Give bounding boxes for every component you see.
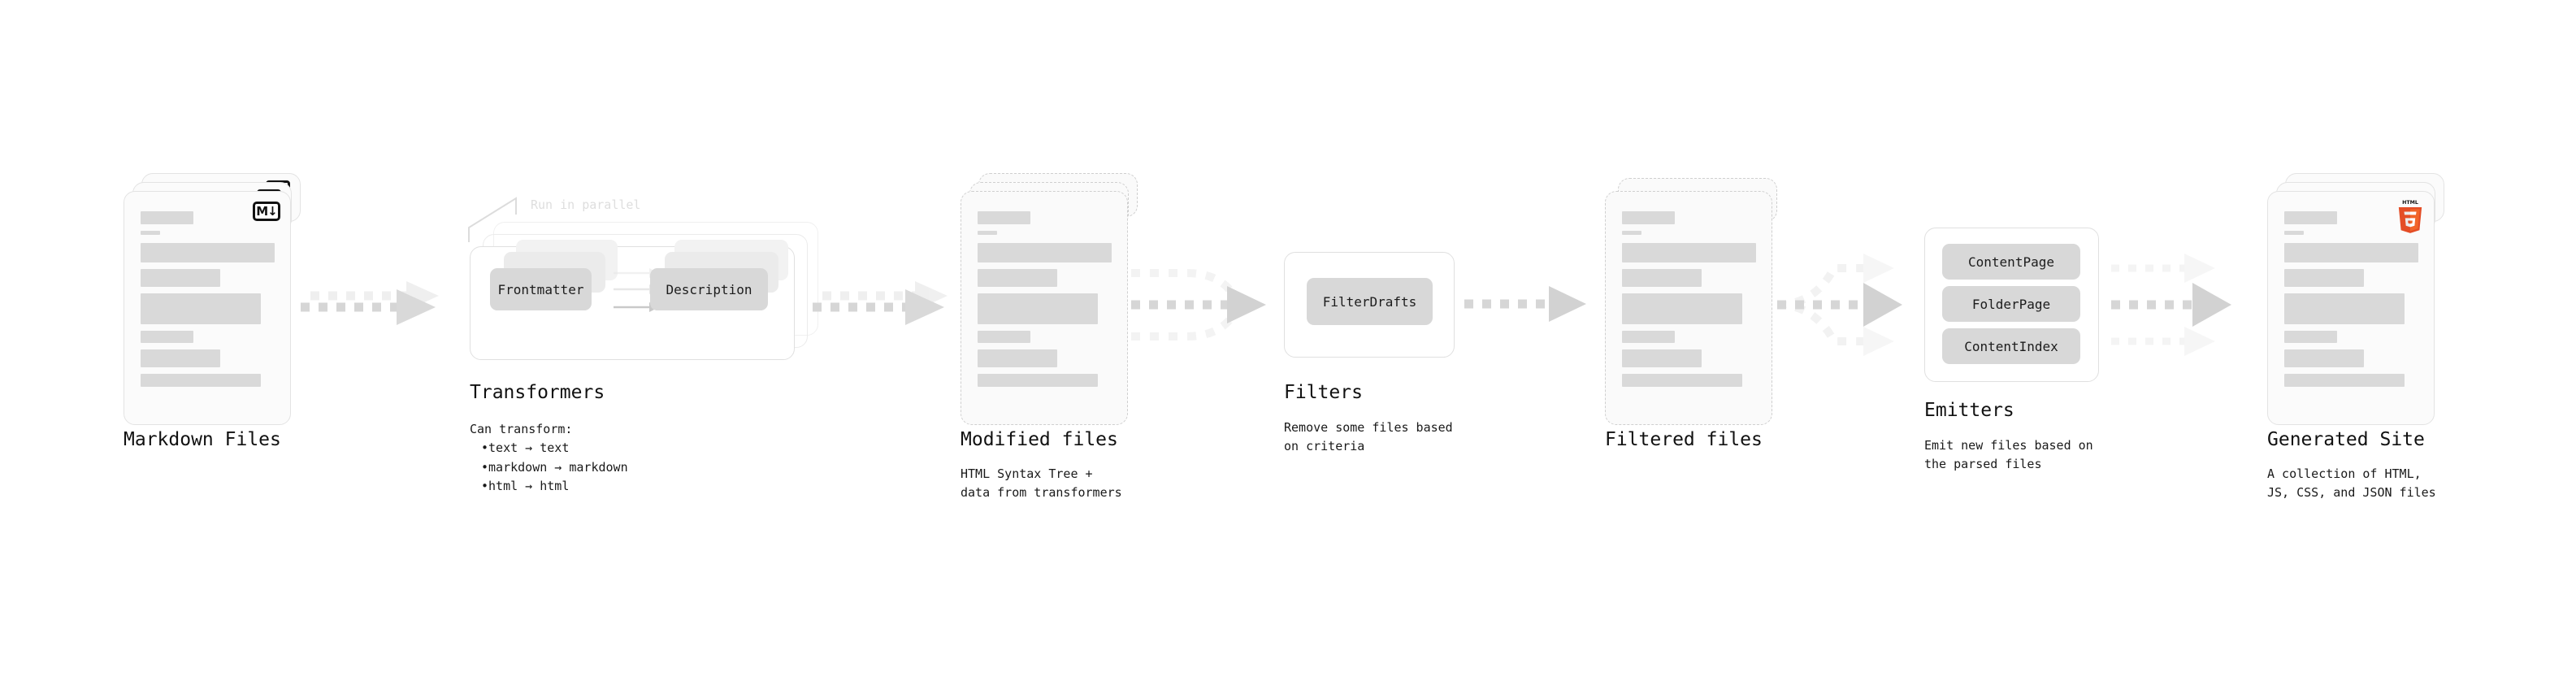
stage-title-filters: Filters xyxy=(1284,382,1363,403)
doc-bar xyxy=(1622,293,1742,324)
doc-bar xyxy=(2284,293,2405,324)
doc-bar xyxy=(2284,211,2337,224)
emitter-pill-folderpage[interactable]: FolderPage xyxy=(1942,286,2080,322)
doc-bar xyxy=(978,243,1112,262)
doc-bar xyxy=(2284,231,2304,235)
emitter-pill-contentindex[interactable]: ContentIndex xyxy=(1942,328,2080,364)
filter-pill-filterdrafts[interactable]: FilterDrafts xyxy=(1307,278,1433,325)
document-placeholder-lines xyxy=(141,211,275,393)
doc-bar xyxy=(141,293,261,324)
doc-bar xyxy=(141,349,220,367)
modified-files-description: HTML Syntax Tree + data from transformer… xyxy=(961,466,1122,500)
arrow-modified-files-to-filters xyxy=(1131,269,1266,340)
doc-bar xyxy=(1622,331,1675,343)
doc-bar xyxy=(978,374,1098,387)
arrow-filters-to-filtered-files xyxy=(1464,286,1586,322)
filtered-files-card-stack xyxy=(1605,178,1782,435)
emitters-description: Emit new files based on the parsed files xyxy=(1924,438,2093,471)
doc-bar xyxy=(978,269,1057,287)
doc-bar xyxy=(2284,243,2418,262)
modified-file-card-front xyxy=(961,191,1128,425)
doc-bar xyxy=(978,231,997,235)
doc-bar xyxy=(978,331,1030,343)
document-placeholder-lines xyxy=(1622,211,1757,393)
arrow-emitters-to-generated-site xyxy=(2111,254,2231,356)
stage-title-markdown-files: Markdown Files xyxy=(124,429,281,450)
filtered-file-card-front xyxy=(1605,191,1772,425)
doc-bar xyxy=(978,349,1057,367)
html5-badge-icon: HTML xyxy=(2398,200,2422,233)
doc-bar xyxy=(141,211,193,224)
doc-bar xyxy=(2284,269,2364,287)
transformers-bullet-item: markdown → markdown xyxy=(481,458,628,477)
arrow-filtered-files-to-emitters xyxy=(1776,254,1902,356)
transformers-bullet-item: text → text xyxy=(481,439,628,458)
arrow-markdown-to-transformers xyxy=(301,281,439,325)
stage-title-emitters: Emitters xyxy=(1924,400,2014,421)
transformer-pill-description[interactable]: Description xyxy=(650,268,768,310)
doc-bar xyxy=(2284,331,2337,343)
doc-bar xyxy=(1622,231,1641,235)
doc-bar xyxy=(1622,374,1742,387)
doc-bar xyxy=(141,269,220,287)
stage-title-filtered-files: Filtered files xyxy=(1605,429,1763,450)
generated-file-card-html: HTML xyxy=(2267,191,2435,425)
transformers-bullet-item: html → html xyxy=(481,477,628,496)
modified-files-card-stack xyxy=(961,173,1138,435)
doc-bar xyxy=(1622,243,1756,262)
transformer-pill-frontmatter[interactable]: Frontmatter xyxy=(490,268,592,310)
run-in-parallel-leader-line xyxy=(468,197,517,242)
transformers-description: Can transform: text → text markdown → ma… xyxy=(470,420,628,496)
run-in-parallel-label: Run in parallel xyxy=(531,197,641,212)
stage-title-modified-files: Modified files xyxy=(961,429,1118,450)
doc-bar xyxy=(141,243,275,262)
doc-bar xyxy=(978,293,1098,324)
markdown-file-card-front: M↓ xyxy=(124,191,291,425)
doc-bar xyxy=(978,211,1030,224)
doc-bar xyxy=(1622,349,1702,367)
doc-bar xyxy=(1622,269,1702,287)
markdown-badge-icon: M↓ xyxy=(253,202,280,221)
filters-description: Remove some files based on criteria xyxy=(1284,420,1453,453)
generated-site-card-stack: HTML xyxy=(2267,173,2444,435)
document-placeholder-lines xyxy=(2284,211,2419,393)
doc-bar xyxy=(141,374,261,387)
doc-bar xyxy=(1622,211,1675,224)
arrow-transformers-to-modified-files xyxy=(813,281,948,325)
stage-title-generated-site: Generated Site xyxy=(2267,429,2425,450)
transformers-description-heading: Can transform: xyxy=(470,422,573,436)
doc-bar xyxy=(2284,349,2364,367)
document-placeholder-lines xyxy=(978,211,1112,393)
doc-bar xyxy=(141,331,193,343)
stage-title-transformers: Transformers xyxy=(470,382,605,403)
markdown-files-card-stack: M↓ M↓ M↓ xyxy=(124,173,301,435)
generated-site-description: A collection of HTML, JS, CSS, and JSON … xyxy=(2267,466,2436,500)
transformers-bullet-list: text → text markdown → markdown html → h… xyxy=(481,439,628,496)
doc-bar xyxy=(141,231,160,235)
emitter-pill-contentpage[interactable]: ContentPage xyxy=(1942,244,2080,280)
svg-text:HTML: HTML xyxy=(2402,200,2418,206)
doc-bar xyxy=(2284,374,2405,387)
